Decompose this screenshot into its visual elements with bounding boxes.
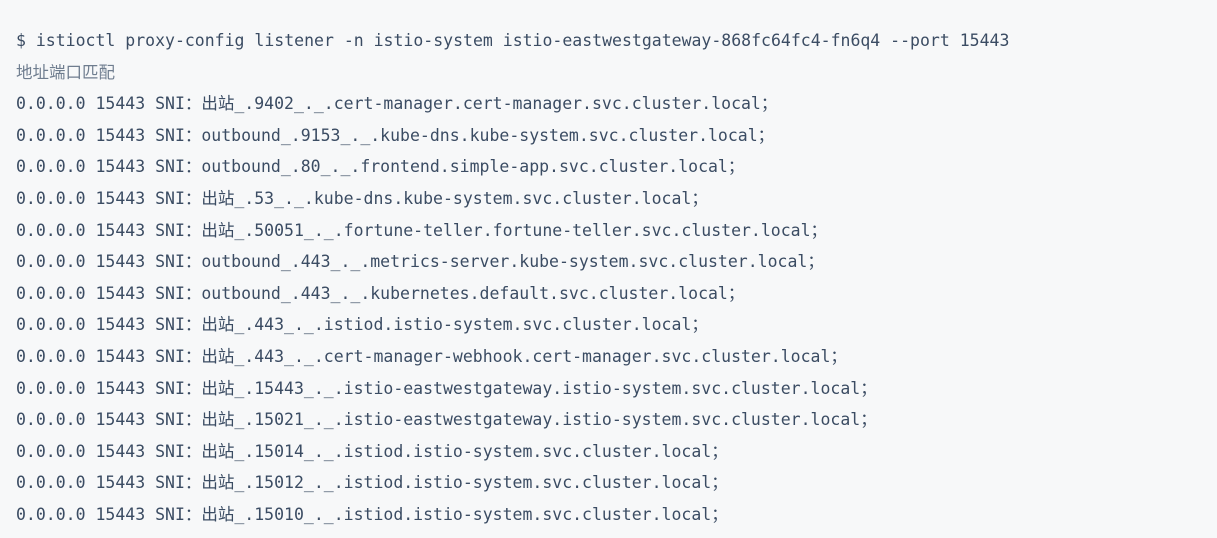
command-line: $ istioctl proxy-config listener -n isti…	[16, 31, 1010, 50]
listener-row: 0.0.0.0 15443 SNI：outbound_.80_._.fronte…	[16, 157, 745, 177]
listener-row: 0.0.0.0 15443 SNI：outbound_.443_._.kuber…	[16, 283, 745, 303]
listener-row: 0.0.0.0 15443 SNI：出站_.15010_._.istiod.is…	[16, 504, 728, 524]
column-header-row: 地址端口匹配	[16, 62, 115, 82]
listener-row: 0.0.0.0 15443 SNI：出站_.53_._.kube-dns.kub…	[16, 188, 708, 208]
listener-row: 0.0.0.0 15443 SNI：出站_.15443_._.istio-eas…	[16, 378, 877, 398]
listener-row: 0.0.0.0 15443 SNI：出站_.15012_._.istiod.is…	[16, 473, 728, 493]
listener-row: 0.0.0.0 15443 SNI：outbound_.443_._.metri…	[16, 252, 824, 272]
listener-row: 0.0.0.0 15443 SNI：出站_.443_._.cert-manage…	[16, 346, 847, 366]
listener-row: 0.0.0.0 15443 SNI：outbound_.9153_._.kube…	[16, 125, 775, 145]
listener-row: 0.0.0.0 15443 SNI：出站_.9402_._.cert-manag…	[16, 94, 778, 114]
listener-row: 0.0.0.0 15443 SNI：出站_.15021_._.istio-eas…	[16, 410, 877, 430]
listener-row: 0.0.0.0 15443 SNI：出站_.443_._.istiod.isti…	[16, 315, 708, 335]
listener-row: 0.0.0.0 15443 SNI：出站_.50051_._.fortune-t…	[16, 220, 828, 240]
listener-row: 0.0.0.0 15443 SNI：出站_.15014_._.istiod.is…	[16, 441, 728, 461]
